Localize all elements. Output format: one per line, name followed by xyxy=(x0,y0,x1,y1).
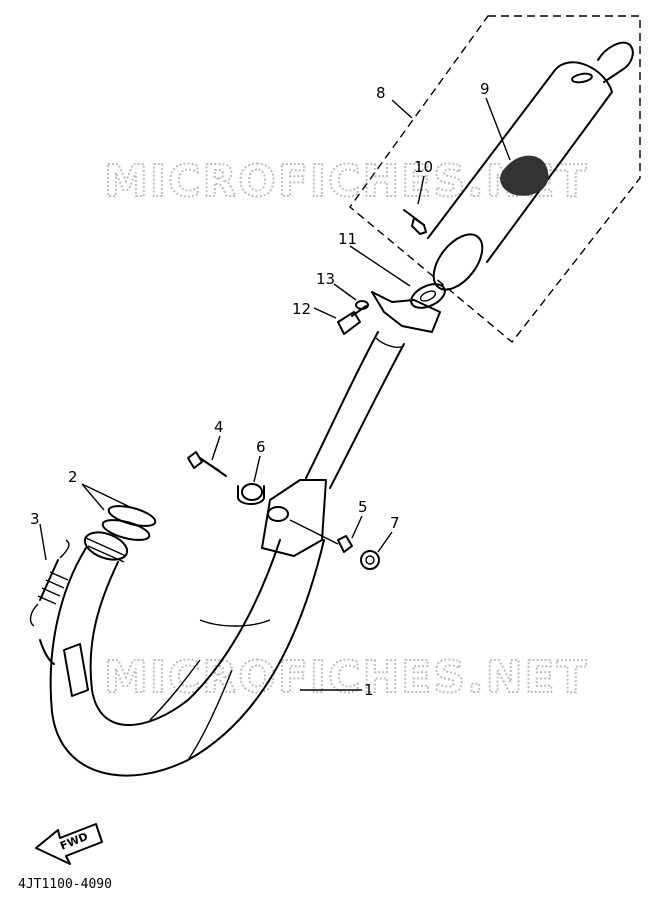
callout-5: 5 xyxy=(358,498,368,516)
gasket-11 xyxy=(410,283,446,309)
fwd-arrow-icon: FWD xyxy=(35,823,103,865)
callout-1: 1 xyxy=(364,681,374,699)
bolt-12 xyxy=(337,305,367,335)
bolt-5-shank xyxy=(289,519,339,545)
callout-7: 7 xyxy=(390,514,400,532)
callout-13: 13 xyxy=(316,270,335,288)
bolt-5 xyxy=(337,535,353,553)
gaskets xyxy=(101,505,157,541)
callout-11: 11 xyxy=(338,230,357,248)
silencer xyxy=(427,41,634,291)
callout-6: 6 xyxy=(256,438,266,456)
callout-4: 4 xyxy=(214,418,224,436)
mount-flange xyxy=(371,291,441,333)
silencer-assembly-box xyxy=(349,15,641,344)
leader-lines xyxy=(39,97,511,691)
nut xyxy=(360,550,380,570)
damper xyxy=(237,483,265,505)
spring xyxy=(29,539,70,627)
callout-3: 3 xyxy=(30,510,40,528)
bolt-4 xyxy=(187,451,227,477)
mid-pipe xyxy=(305,331,405,489)
mount-bracket xyxy=(261,479,327,557)
callout-2: 2 xyxy=(68,468,78,486)
callout-12: 12 xyxy=(292,300,311,318)
watermark-bottom: MICROFICHES.NET xyxy=(104,652,589,703)
diagram-code: 4JT1100-4090 xyxy=(18,877,112,892)
callout-8: 8 xyxy=(376,84,386,102)
callout-9: 9 xyxy=(480,80,490,98)
pipe-inlet xyxy=(83,531,129,563)
callout-10: 10 xyxy=(414,158,433,176)
exhaust-pipe xyxy=(39,539,325,777)
rivet xyxy=(403,209,427,235)
